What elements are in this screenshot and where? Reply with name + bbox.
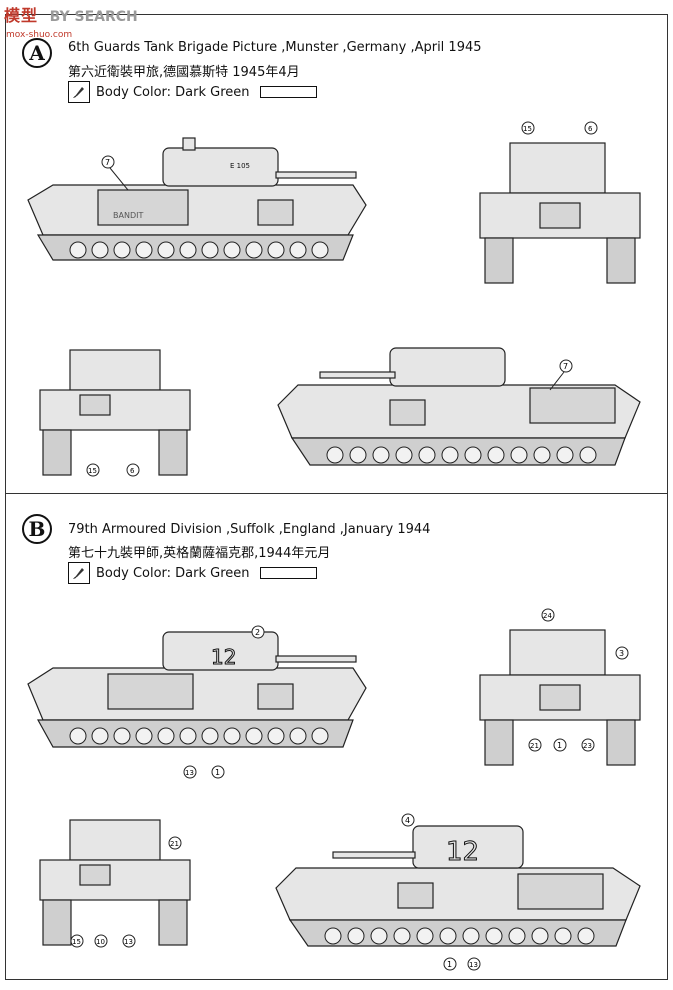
callout-marker	[581, 738, 595, 752]
watermark-logo: 模型	[4, 6, 39, 25]
callout-number: 4	[405, 816, 410, 825]
tank-a-left-side-view: BANDIT E 105 7	[27, 137, 367, 261]
section-divider	[5, 493, 668, 494]
tank-b-left-side-view: 12 2 13 1	[27, 625, 367, 779]
callout-number: 2	[255, 628, 260, 637]
tank-a-name-marking: BANDIT	[113, 211, 143, 220]
callout-marker	[126, 463, 140, 477]
section-b-body-color: Body Color: Dark Green	[68, 562, 317, 584]
paintbrush-icon	[68, 81, 90, 103]
section-b-title-zh: 第七十九裝甲師,英格蘭薩福克郡,1944年元月	[68, 546, 331, 561]
section-a-title-en: 6th Guards Tank Brigade Picture ,Munster…	[68, 40, 482, 55]
tank-a-rear-view: 15 6	[39, 349, 191, 477]
callout-marker	[528, 738, 542, 752]
callout-marker	[101, 155, 115, 169]
watermark-url: mox-shuo.com	[6, 30, 73, 40]
section-a-color-swatch	[259, 86, 317, 98]
tank-a-right-side-view: 7	[277, 347, 641, 466]
callout-marker	[183, 765, 197, 779]
callout-marker	[401, 813, 415, 827]
page-border	[5, 14, 668, 980]
callout-marker	[541, 608, 555, 622]
callout-number: 6	[130, 467, 135, 475]
callout-marker	[553, 738, 567, 752]
callout-number: 15	[72, 938, 81, 946]
tank-b-front-view: 24 3 21 1 23	[479, 608, 641, 766]
watermark: 模型 BY SEARCH	[4, 2, 138, 26]
callout-number: 1	[557, 741, 562, 750]
section-b-badge: B	[22, 514, 52, 544]
section-a-color-label: Body Color: Dark Green	[96, 84, 250, 100]
callout-marker	[70, 934, 84, 948]
callout-marker	[94, 934, 108, 948]
callout-number: 1	[447, 960, 452, 969]
callout-marker	[86, 463, 100, 477]
section-b-color-label: Body Color: Dark Green	[96, 565, 250, 581]
callout-number: 21	[530, 742, 539, 750]
callout-number: 23	[583, 742, 592, 750]
section-a-title-zh: 第六近衛裝甲旅,德國慕斯特 1945年4月	[68, 65, 300, 80]
callout-number: 15	[523, 125, 532, 133]
paintbrush-icon	[68, 562, 90, 584]
callout-number: 13	[185, 769, 194, 777]
section-a-badge: A	[22, 38, 52, 68]
tank-b-number-marking: 12	[211, 645, 236, 669]
callout-number: 7	[105, 158, 110, 167]
callout-number: 24	[543, 612, 552, 620]
section-a-body-color: Body Color: Dark Green	[68, 81, 317, 103]
callout-number: 7	[563, 362, 568, 371]
callout-marker	[584, 121, 598, 135]
callout-number: 10	[96, 938, 105, 946]
callout-number: 6	[588, 125, 593, 133]
callout-marker	[168, 836, 182, 850]
tank-b-rear-view: 21 15 10 13	[39, 819, 191, 948]
watermark-text: BY SEARCH	[49, 9, 138, 25]
tank-a-front-view: 15 6	[479, 121, 641, 284]
callout-number: 3	[619, 649, 624, 658]
callout-marker	[521, 121, 535, 135]
tank-b-turret-number-marking: 12	[446, 837, 479, 867]
callout-marker	[467, 957, 481, 971]
callout-marker	[211, 765, 225, 779]
callout-marker	[443, 957, 457, 971]
callout-number: 15	[88, 467, 97, 475]
section-b-title-en: 79th Armoured Division ,Suffolk ,England…	[68, 522, 431, 537]
callout-marker	[559, 359, 573, 373]
callout-number: 1	[215, 768, 220, 777]
tank-b-right-side-view: 12 4 1 13	[275, 813, 641, 971]
callout-marker	[615, 646, 629, 660]
callout-number: 13	[124, 938, 133, 946]
callout-number: 21	[170, 840, 179, 848]
tank-a-serial-marking: E 105	[230, 162, 250, 170]
callout-marker	[251, 625, 265, 639]
section-b-color-swatch	[259, 567, 317, 579]
callout-marker	[122, 934, 136, 948]
callout-number: 13	[469, 961, 478, 969]
